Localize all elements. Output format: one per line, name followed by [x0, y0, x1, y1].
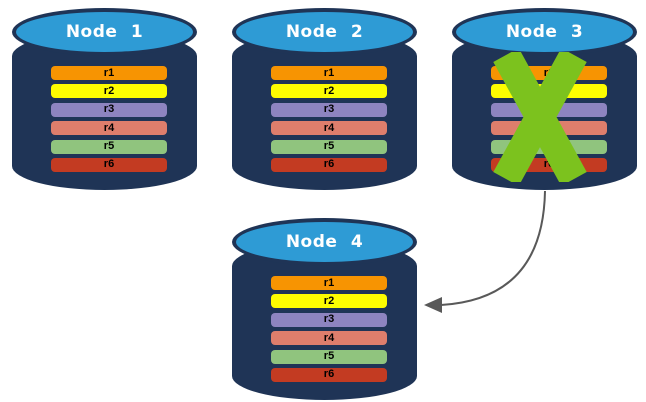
- replica-bar: r5: [271, 349, 387, 364]
- replica-bar: r2: [271, 84, 387, 99]
- replica-bar: r1: [271, 66, 387, 80]
- replica-bar: r6: [271, 367, 387, 382]
- replica-label: r6: [103, 158, 115, 171]
- replica-label: r1: [323, 66, 335, 79]
- replica-bar: r2: [271, 294, 387, 309]
- replica-label: r5: [323, 140, 335, 153]
- replica-list: r1 r2 r3 r4 r5 r6: [51, 66, 167, 172]
- replica-bar: r3: [51, 102, 167, 117]
- replica-bar: r3: [271, 312, 387, 327]
- replica-label: r2: [323, 84, 335, 97]
- replica-bar: r1: [271, 276, 387, 290]
- replica-label: r6: [543, 158, 555, 171]
- node-title: Node 1: [65, 21, 144, 42]
- replica-bar: r6: [271, 157, 387, 172]
- replica-bar: r4: [271, 121, 387, 136]
- replica-label: r4: [323, 331, 335, 344]
- replica-bar: r2: [51, 84, 167, 99]
- db-node-3: Node 3 r1 r2 r3 r4 r5 r6: [452, 8, 637, 190]
- db-node-4: Node 4 r1 r2 r3 r4 r5 r6: [232, 218, 417, 400]
- db-node-1: Node 1 r1 r2 r3 r4 r5 r6: [12, 8, 197, 190]
- cylinder-top: Node 2: [232, 8, 417, 56]
- failure-x-icon: [493, 52, 587, 182]
- node-title: Node 3: [505, 21, 584, 42]
- node-title: Node 2: [285, 21, 364, 42]
- replica-bar: r1: [51, 66, 167, 80]
- replica-label: r4: [323, 121, 335, 134]
- replica-bar: r5: [51, 139, 167, 154]
- replica-label: r2: [103, 84, 115, 97]
- replica-bar: r4: [51, 121, 167, 136]
- replica-list: r1 r2 r3 r4 r5 r6: [271, 276, 387, 382]
- replica-label: r1: [323, 276, 335, 289]
- replica-bar: r5: [271, 139, 387, 154]
- replica-list: r1 r2 r3 r4 r5 r6: [271, 66, 387, 172]
- replica-label: r3: [103, 103, 115, 116]
- replica-label: r1: [103, 66, 115, 79]
- replica-label: r5: [323, 350, 335, 363]
- replica-label: r2: [323, 294, 335, 307]
- cylinder-top: Node 4: [232, 218, 417, 266]
- replica-label: r6: [323, 368, 335, 381]
- replica-bar: r4: [271, 331, 387, 346]
- replica-label: r4: [103, 121, 115, 134]
- replica-bar: r6: [51, 157, 167, 172]
- replica-label: r5: [103, 140, 115, 153]
- node-title: Node 4: [285, 231, 364, 252]
- replica-label: r6: [323, 158, 335, 171]
- replica-label: r3: [323, 313, 335, 326]
- replica-bar: r3: [271, 102, 387, 117]
- cylinder-top: Node 3: [452, 8, 637, 56]
- db-node-2: Node 2 r1 r2 r3 r4 r5 r6: [232, 8, 417, 190]
- replica-label: r3: [323, 103, 335, 116]
- cylinder-top: Node 1: [12, 8, 197, 56]
